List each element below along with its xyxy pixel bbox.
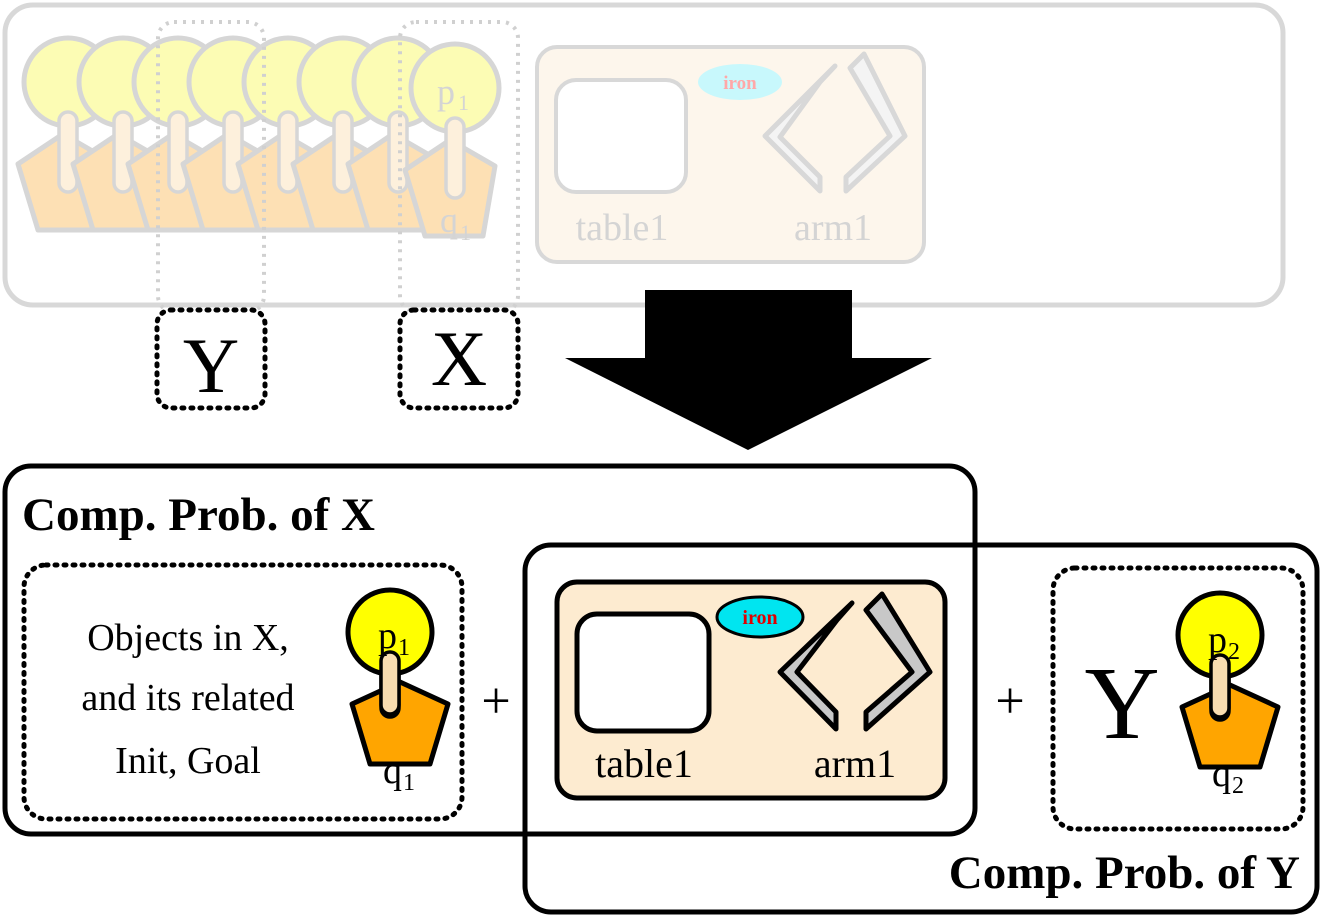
faded-iron-label: iron <box>723 73 757 94</box>
arm-label: arm1 <box>814 741 896 786</box>
q1-label: q <box>383 750 402 792</box>
decompose-arrow <box>565 290 932 450</box>
group-x-label: X <box>431 315 487 402</box>
group-y-label: Y <box>183 322 239 409</box>
faded-iron-badge <box>698 64 782 100</box>
faded-arm-icon <box>762 51 908 194</box>
shared-environment: iron table1 arm1 <box>554 579 948 801</box>
p1-sub: 1 <box>398 635 410 661</box>
block-p2-q2: p 2 q 2 <box>1178 593 1278 799</box>
faded-q-label: q <box>440 200 458 240</box>
group-x-selector: X <box>397 20 521 411</box>
faded-table-label: table1 <box>576 207 669 249</box>
comp-prob-y-frame <box>522 542 1320 915</box>
group-y-selector: Y <box>154 20 268 411</box>
iron-badge <box>715 595 805 639</box>
comp-prob-x-frame <box>2 463 978 837</box>
p2-label: p <box>1208 619 1227 661</box>
table-label: table1 <box>595 741 693 786</box>
objects-text-line-2: and its related <box>81 677 294 719</box>
faded-block-x: p 1 q 1 <box>405 44 499 245</box>
comp-prob-y-title: Comp. Prob. of Y <box>949 847 1300 899</box>
block-p1-q1: p 1 q 1 <box>348 590 448 796</box>
original-problem-panel: p 1 q 1 iron table1 arm1 Y <box>2 2 1286 411</box>
faded-p-label: p <box>437 72 455 112</box>
objects-text-line-1: Objects in X, <box>87 617 289 659</box>
p1-label: p <box>378 615 397 657</box>
faded-environment: iron table1 arm1 <box>535 45 926 264</box>
arm-icon <box>777 591 933 732</box>
faded-block-stack: p 1 q 1 <box>18 38 499 245</box>
faded-arm-label: arm1 <box>794 207 872 249</box>
iron-label: iron <box>742 607 777 629</box>
objects-in-x-box: Objects in X, and its related Init, Goal… <box>21 562 465 822</box>
faded-q-sub: 1 <box>460 220 471 245</box>
table-icon <box>574 611 712 734</box>
plus-sign-1: + <box>481 673 510 730</box>
q2-sub: 2 <box>1232 773 1244 799</box>
objects-text-line-3: Init, Goal <box>115 740 261 782</box>
q1-sub: 1 <box>403 770 415 796</box>
objects-in-y-box: Y p 2 q 2 <box>1050 565 1306 832</box>
y-big-label: Y <box>1084 646 1159 761</box>
comp-prob-x-title: Comp. Prob. of X <box>22 489 375 541</box>
q2-label: q <box>1212 753 1231 795</box>
p2-sub: 2 <box>1228 639 1240 665</box>
faded-p-sub: 1 <box>458 90 469 115</box>
plus-sign-2: + <box>995 673 1024 730</box>
